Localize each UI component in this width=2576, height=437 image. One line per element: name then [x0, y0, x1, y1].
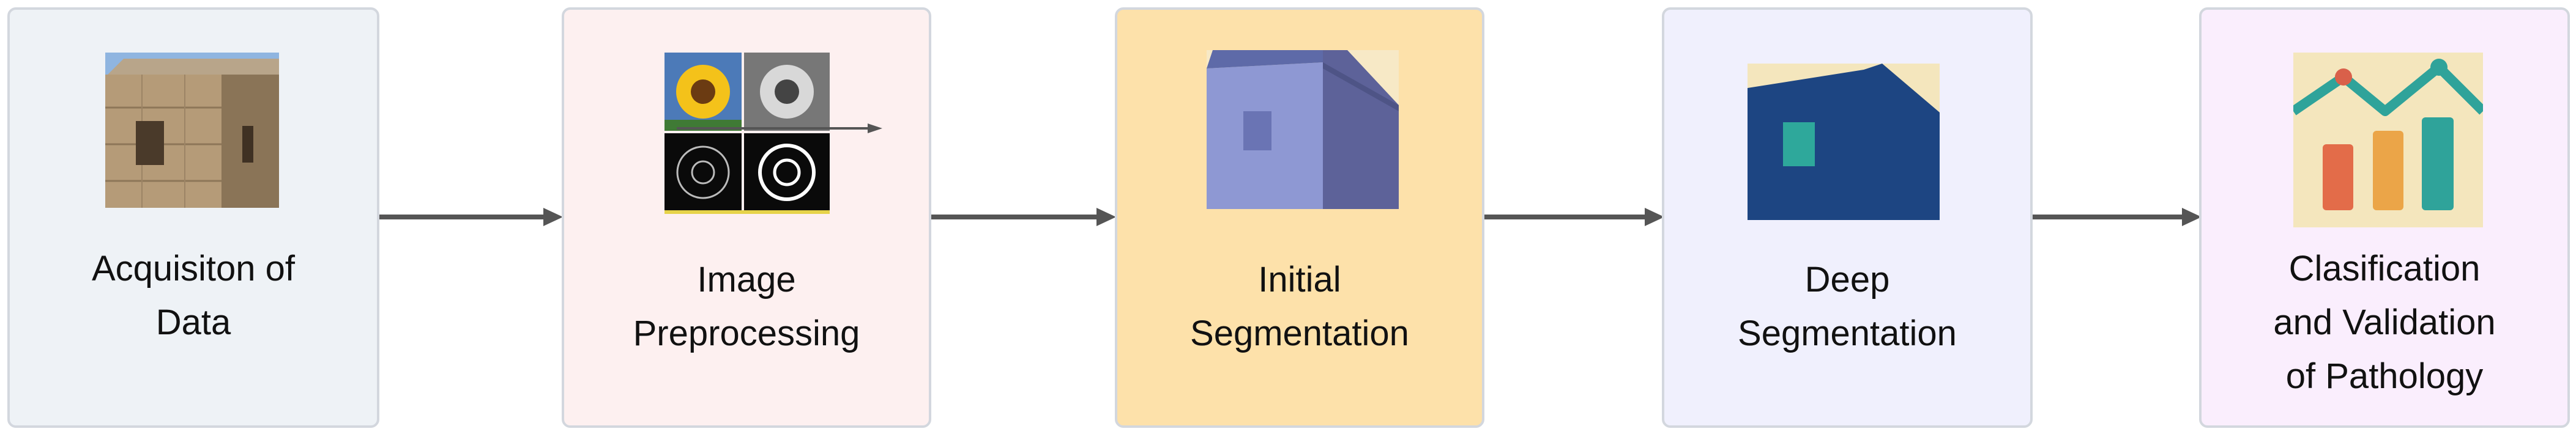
step-classification-validation: Clasification and Validation of Patholog… [2199, 7, 2570, 428]
arrow-icon [931, 208, 1116, 226]
chart-icon [2293, 53, 2483, 227]
step-label: Clasification and Validation of Patholog… [2273, 249, 2496, 396]
step-label: Deep Segmentation [1738, 260, 1957, 353]
step-label: Initial Segmentation [1190, 260, 1409, 353]
image-filter-grid-icon [664, 53, 882, 214]
step-deep-segmentation: Deep Segmentation [1662, 7, 2033, 428]
arrow-icon [2033, 208, 2202, 226]
deep-segmented-building-icon [1748, 64, 1940, 220]
arrow-icon [1484, 208, 1664, 226]
step-label: Acquisiton of Data [91, 249, 296, 342]
step-label: Image Preprocessing [633, 260, 860, 353]
building-photo-icon [105, 53, 279, 208]
step-initial-segmentation: Initial Segmentation [1115, 7, 1484, 428]
step-preprocessing: Image Preprocessing [562, 7, 931, 428]
arrow-icon [379, 208, 563, 226]
segmented-building-icon [1207, 50, 1399, 209]
step-acquisition: Acquisiton of Data [7, 7, 379, 428]
